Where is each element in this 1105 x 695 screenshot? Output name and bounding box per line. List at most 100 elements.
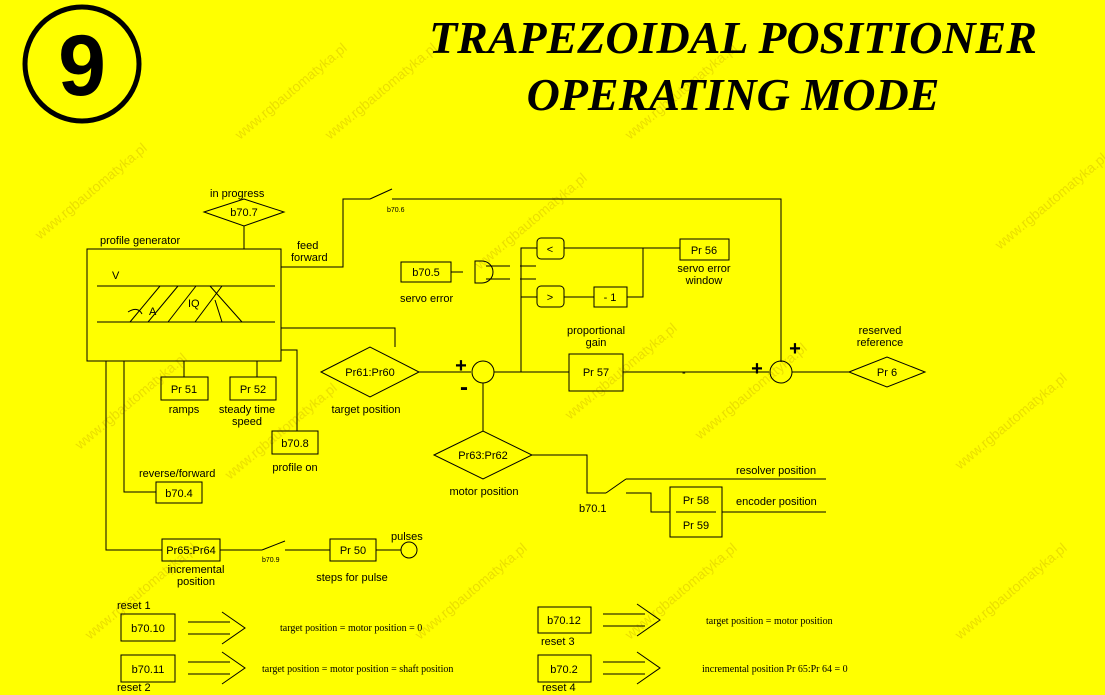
pr56-caption-1: servo error	[677, 263, 731, 275]
pr57-caption-2: gain	[586, 337, 607, 349]
pulses-label: pulses	[391, 531, 423, 543]
pr57-dash: -	[682, 367, 686, 379]
hatch-line	[214, 299, 223, 323]
legend-arrow	[603, 651, 661, 685]
legend-reset-label: reset 2	[117, 682, 151, 694]
b704-box	[155, 481, 203, 504]
watermark: www.rgbautomatyka.pl	[71, 350, 190, 453]
profile-generator-box	[86, 248, 282, 362]
page-title-line2: OPERATING MODE	[527, 69, 940, 120]
page-number-circle	[22, 4, 142, 124]
watermark: www.rgbautomatyka.pl	[411, 540, 530, 643]
pr52-id: Pr 52	[240, 384, 266, 396]
pg-to-pr6564-wire	[105, 361, 162, 551]
hatch-line	[147, 285, 179, 323]
pg-to-target-wire	[281, 327, 396, 347]
pr56-id: Pr 56	[691, 245, 717, 257]
watermark: www.rgbautomatyka.pl	[991, 150, 1105, 253]
neg-one-label: - 1	[604, 292, 617, 304]
trapezoid-profile	[129, 285, 243, 323]
hatch-line	[194, 285, 223, 323]
legend-text: target position = motor position = 0	[280, 623, 422, 634]
pr51-id: Pr 51	[171, 384, 197, 396]
servo-error-caption: servo error	[400, 293, 454, 305]
profile-a-label: A	[149, 306, 157, 318]
hatch-line	[167, 285, 197, 323]
feedback-switch-id: b70.1	[579, 503, 607, 515]
motor-position-wire	[532, 454, 606, 494]
accel-angle-arc	[127, 308, 143, 315]
feed-forward-wire-to-sum	[392, 198, 782, 362]
resolver-label: resolver position	[736, 465, 816, 477]
target-position-id: Pr61:Pr60	[345, 367, 395, 379]
pr58-id: Pr 58	[683, 495, 709, 507]
feed-forward-label-1: feed	[297, 240, 318, 252]
profile-generator-title: profile generator	[100, 235, 180, 247]
legend-bit-id: b70.12	[547, 615, 581, 627]
legend-arrow	[603, 603, 661, 637]
pr51-caption: ramps	[169, 404, 200, 416]
legend-text: target position = motor position	[706, 616, 833, 627]
in-progress-diamond	[202, 198, 286, 227]
pr56-caption-2: window	[685, 275, 723, 287]
feed-forward-label-2: forward	[291, 252, 328, 264]
pr6-caption-2: reference	[857, 337, 903, 349]
pr52-caption-1: steady time	[219, 404, 275, 416]
watermark: www.rgbautomatyka.pl	[471, 170, 590, 273]
sum1-minus: -	[460, 374, 468, 401]
feed-forward-switch	[369, 188, 393, 200]
b70-5-id: b70.5	[412, 267, 440, 279]
pr59-id: Pr 59	[683, 520, 709, 532]
profile-generator: profile generator V A IQ	[86, 235, 282, 362]
profile-v-label: V	[112, 270, 120, 282]
page-number: 9	[58, 18, 106, 114]
encoder-tap-wire	[626, 492, 670, 513]
legend-text: incremental position Pr 65:Pr 64 = 0	[702, 664, 848, 675]
pr6-id: Pr 6	[877, 367, 897, 379]
legend-arrow	[188, 651, 246, 685]
pr52-caption-2: speed	[232, 416, 262, 428]
legend-bit-id: b70.2	[550, 664, 578, 676]
in-progress-id: b70.7	[230, 207, 258, 219]
legend-bit-box	[120, 613, 176, 642]
error-summing-junction	[471, 360, 495, 384]
page-title-line1: TRAPEZOIDAL POSITIONER	[429, 12, 1037, 63]
feed-forward-wire	[281, 198, 370, 268]
neg-to-pr56-wire	[627, 248, 644, 298]
watermark: www.rgbautomatyka.pl	[951, 540, 1070, 643]
watermark: www.rgbautomatyka.pl	[621, 540, 740, 643]
watermark: www.rgbautomatyka.pl	[951, 370, 1070, 473]
legend-bit-box	[537, 606, 592, 634]
b704-id: b70.4	[165, 488, 193, 500]
feed-forward-switch-id: b70.6	[387, 207, 405, 214]
b708-caption: profile on	[272, 462, 317, 474]
pulses-output-terminal	[400, 541, 418, 559]
encoder-label: encoder position	[736, 496, 817, 508]
legend-bit-id: b70.11	[132, 664, 165, 676]
b708-box	[271, 430, 319, 455]
pr50-id: Pr 50	[340, 545, 366, 557]
motor-position-id: Pr63:Pr62	[458, 450, 508, 462]
pr50-caption: steps for pulse	[316, 572, 388, 584]
and-gate	[474, 260, 494, 284]
pr6564-id: Pr65:Pr64	[166, 545, 216, 557]
legend-arrow	[188, 611, 246, 645]
sum2-plus-left: +	[751, 358, 763, 380]
pg-to-b704-wire	[123, 361, 156, 493]
pr56-box	[679, 238, 730, 261]
legend-text: target position = motor position = shaft…	[262, 664, 453, 675]
legend-bit-box	[537, 654, 592, 683]
pr57-caption-1: proportional	[567, 325, 625, 337]
watermark: www.rgbautomatyka.pl	[31, 140, 150, 243]
pr52-box	[229, 376, 277, 401]
pr51-box	[160, 376, 209, 401]
pg-to-b708-wire	[281, 349, 298, 431]
motor-position-caption: motor position	[449, 486, 518, 498]
legend-bit-id: b70.10	[131, 623, 165, 635]
reset-legend: reset 1 b70.10 target position = motor p…	[117, 600, 848, 694]
less-than-symbol: <	[547, 244, 553, 256]
legend-bit-box	[120, 654, 176, 683]
inc-switch	[261, 540, 286, 551]
